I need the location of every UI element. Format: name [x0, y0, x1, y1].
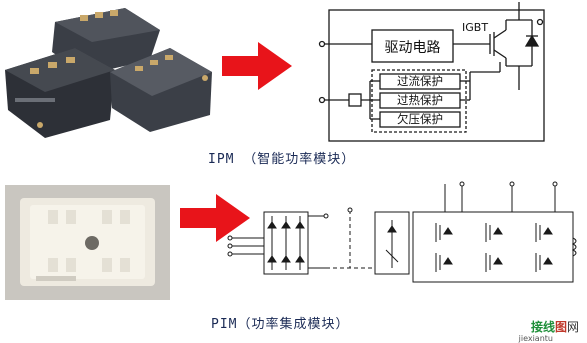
overheat-label: 过热保护 [397, 93, 443, 107]
ipm-circuit [318, 2, 545, 142]
brake-unit [374, 211, 410, 275]
pim-module-photo [5, 185, 170, 300]
overcurrent-label: 过流保护 [397, 74, 443, 88]
rectifier-bridge [263, 211, 309, 275]
pim-arrow [180, 194, 250, 242]
protection-group [371, 69, 467, 133]
pim-circuit [227, 181, 577, 283]
ipm-caption: IPM （智能功率模块） [208, 152, 356, 167]
watermark-sub: jiexiantu [518, 334, 553, 343]
watermark-part3: 网 [566, 320, 579, 334]
ipm-module-photo [0, 0, 215, 140]
pim-caption: PIM（功率集成模块） [211, 317, 350, 332]
watermark: 接线图网 [531, 318, 579, 335]
watermark-part1: 接线 [530, 320, 555, 334]
ipm-arrow [222, 42, 292, 90]
undervoltage-label: 欠压保护 [397, 112, 443, 126]
ipm-outer-frame [328, 9, 545, 142]
inverter-bridge [412, 211, 574, 283]
watermark-part2: 图 [554, 320, 567, 334]
driver-circuit-label: 驱动电路 [384, 40, 441, 56]
driver-circuit-box [371, 29, 454, 63]
igbt-label: IGBT [462, 21, 489, 34]
